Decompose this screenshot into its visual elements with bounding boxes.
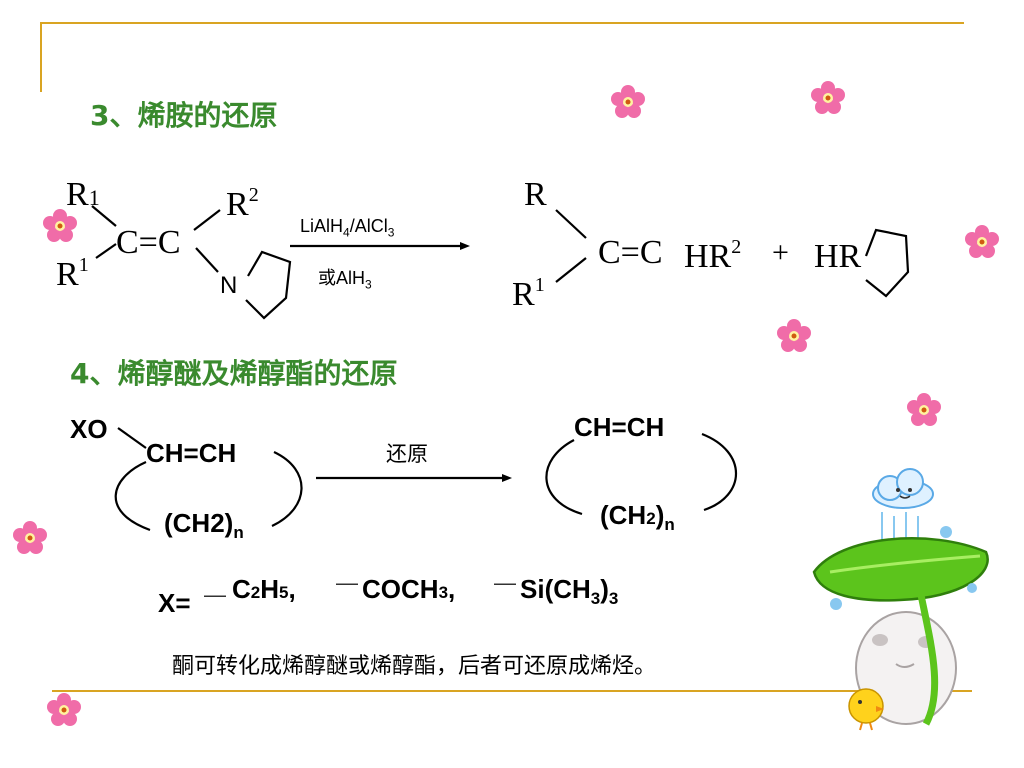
chick-icon	[848, 688, 884, 731]
reactant-ch2n: (CH2)n	[164, 508, 244, 543]
flower-icon	[907, 393, 941, 426]
top-border-line	[40, 22, 964, 24]
xo-group: XO	[70, 414, 108, 444]
bond-product-r1	[555, 257, 587, 283]
flower-icon	[13, 521, 47, 554]
ring-product-left	[545, 439, 583, 516]
footer-note: 酮可转化成烯醇醚或烯醇酯，后者可还原成烯烃。	[172, 654, 657, 679]
left-border-line	[40, 22, 42, 92]
product-r-top: R	[524, 176, 547, 213]
reactant-r2: R2	[226, 184, 259, 223]
ring-product-right	[701, 432, 738, 512]
product-plus: +	[772, 236, 789, 269]
reactant-n-atom: N	[220, 272, 238, 299]
flower-icon	[43, 209, 77, 242]
product-core-cc: C=C	[598, 234, 663, 271]
bond-xo	[117, 427, 147, 449]
heading-enamine-reduction: 3、烯胺的还原	[90, 99, 278, 132]
flower-icon	[811, 81, 845, 114]
reagent-lialh4-alcl3: LiAlH4/AlCl3	[300, 216, 395, 240]
product-hr2: HR2	[684, 236, 742, 275]
x-dash-2: —	[336, 570, 358, 595]
x-group-ethyl: C2H5,	[232, 574, 296, 604]
x-dash-1: —	[204, 582, 226, 607]
arrow-enamine-head	[460, 242, 470, 250]
flower-icon	[47, 693, 81, 726]
product-ch-ch: CH=CH	[574, 412, 665, 442]
cloud-icon	[872, 468, 934, 509]
flower-icon	[611, 85, 645, 118]
reagent-alh3: 或AlH3	[318, 268, 372, 292]
bond-r2	[193, 209, 221, 231]
ring-reactant-right	[271, 451, 303, 527]
reactant-r1-top: R1	[66, 176, 100, 213]
arrow-enol-head	[502, 474, 512, 482]
x-group-acetyl: COCH3,	[362, 574, 456, 604]
ring-reactant-left	[114, 460, 151, 532]
reactant-r1-bottom: R1	[56, 254, 89, 293]
bond-product-r	[555, 209, 587, 239]
x-label: X=	[158, 588, 191, 618]
pyrrolidine-ring-reactant	[245, 250, 292, 320]
product-ch2n: (CH2)n	[600, 500, 675, 535]
bond-n	[195, 247, 219, 273]
reactant-ch-ch: CH=CH	[146, 438, 237, 468]
flower-icon	[777, 319, 811, 352]
product-r1-bottom: R1	[512, 274, 545, 313]
heading-enol-reduction: 4、烯醇醚及烯醇酯的还原	[70, 357, 398, 390]
x-group-tms: Si(CH3)3	[520, 574, 619, 609]
reagent-reduction: 还原	[386, 442, 428, 466]
reactant-core-cc: C=C	[116, 224, 181, 261]
pyrrolidine-ring-product	[864, 228, 910, 298]
leaf-umbrella	[812, 526, 989, 726]
bottom-border-line	[52, 690, 972, 692]
bond-r1-top	[91, 205, 117, 227]
bond-r1-bottom	[95, 243, 117, 259]
product-hr-amine: HR	[814, 238, 862, 275]
x-dash-3: —	[494, 570, 516, 595]
flower-icon	[965, 225, 999, 258]
